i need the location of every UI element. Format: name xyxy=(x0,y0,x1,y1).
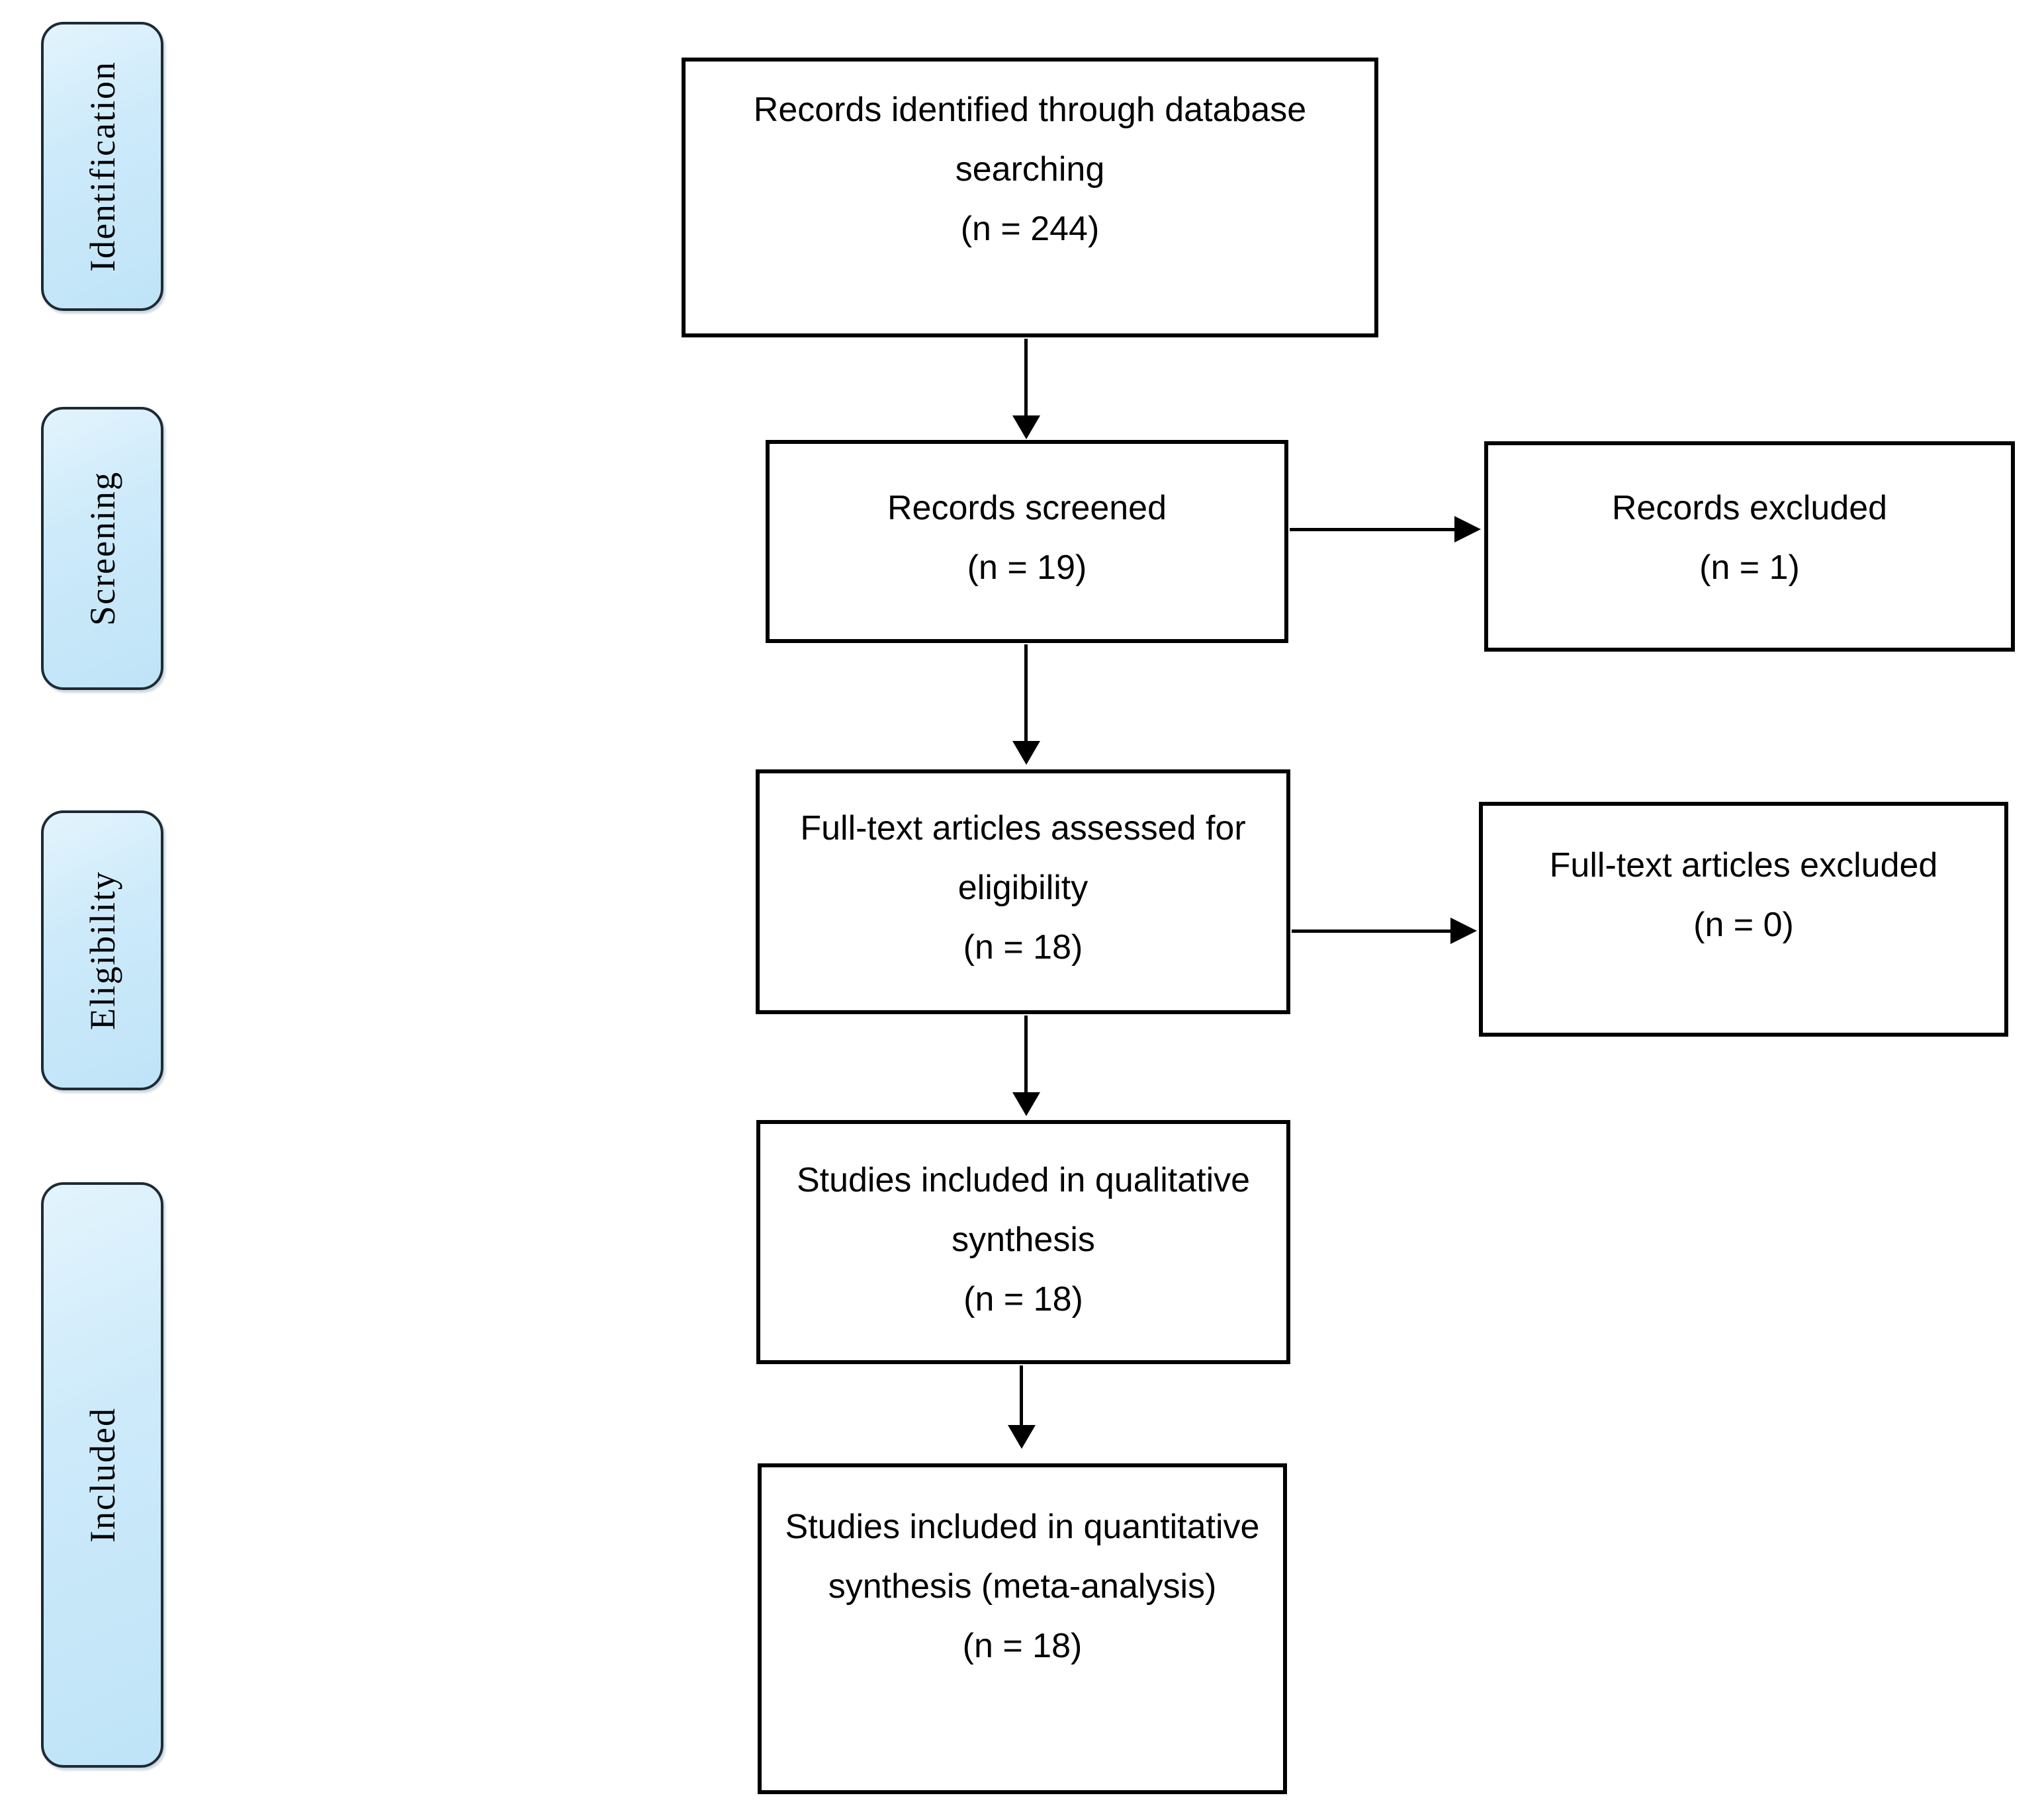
node-qualitative-included-count: (n = 18) xyxy=(963,1280,1083,1318)
arrow-stem xyxy=(1024,339,1028,417)
node-records-screened: Records screened (n = 19) xyxy=(766,440,1288,643)
node-fulltext-excluded-text: Full-text articles excluded xyxy=(1549,846,1938,885)
node-records-screened-text: Records screened xyxy=(887,489,1167,527)
node-records-identified: Records identified through database sear… xyxy=(682,58,1378,337)
arrow-stem xyxy=(1024,1015,1028,1094)
node-qualitative-included: Studies included in qualitative synthesi… xyxy=(756,1120,1290,1364)
node-fulltext-assessed-text: Full-text articles assessed for eligibil… xyxy=(800,809,1246,907)
arrow-head-down-icon xyxy=(1012,1092,1040,1116)
stage-eligibility: Eligibility xyxy=(41,810,163,1090)
stage-eligibility-label: Eligibility xyxy=(82,870,122,1030)
node-quantitative-included: Studies included in quantitative synthes… xyxy=(758,1463,1287,1794)
stage-identification-label: Identification xyxy=(82,61,122,272)
node-fulltext-assessed: Full-text articles assessed for eligibil… xyxy=(756,769,1290,1014)
node-fulltext-assessed-count: (n = 18) xyxy=(963,928,1083,967)
arrow-stem xyxy=(1290,528,1455,531)
node-records-identified-count: (n = 244) xyxy=(960,210,1100,248)
node-records-screened-count: (n = 19) xyxy=(967,548,1087,587)
arrow-head-right-icon xyxy=(1450,918,1477,944)
node-quantitative-included-count: (n = 18) xyxy=(962,1627,1083,1665)
arrow-head-right-icon xyxy=(1454,516,1481,542)
arrow-stem xyxy=(1292,929,1452,933)
arrow-head-down-icon xyxy=(1012,741,1040,765)
node-records-excluded: Records excluded (n = 1) xyxy=(1484,441,2015,652)
node-qualitative-included-text: Studies included in qualitative synthesi… xyxy=(796,1161,1251,1259)
arrow-head-down-icon xyxy=(1012,415,1040,439)
node-records-excluded-count: (n = 1) xyxy=(1699,548,1800,587)
node-fulltext-excluded: Full-text articles excluded (n = 0) xyxy=(1479,802,2008,1037)
stage-screening: Screening xyxy=(41,407,163,690)
stage-included-label: Included xyxy=(82,1407,122,1543)
node-records-identified-text: Records identified through database sear… xyxy=(753,91,1307,189)
arrow-head-down-icon xyxy=(1008,1425,1036,1449)
arrow-stem xyxy=(1024,644,1028,742)
node-quantitative-included-text: Studies included in quantitative synthes… xyxy=(785,1508,1260,1606)
stage-identification: Identification xyxy=(41,22,163,311)
arrow-stem xyxy=(1020,1365,1023,1426)
stage-screening-label: Screening xyxy=(82,471,122,626)
node-records-excluded-text: Records excluded xyxy=(1611,489,1888,527)
stage-included: Included xyxy=(41,1182,163,1768)
node-fulltext-excluded-count: (n = 0) xyxy=(1693,906,1794,944)
